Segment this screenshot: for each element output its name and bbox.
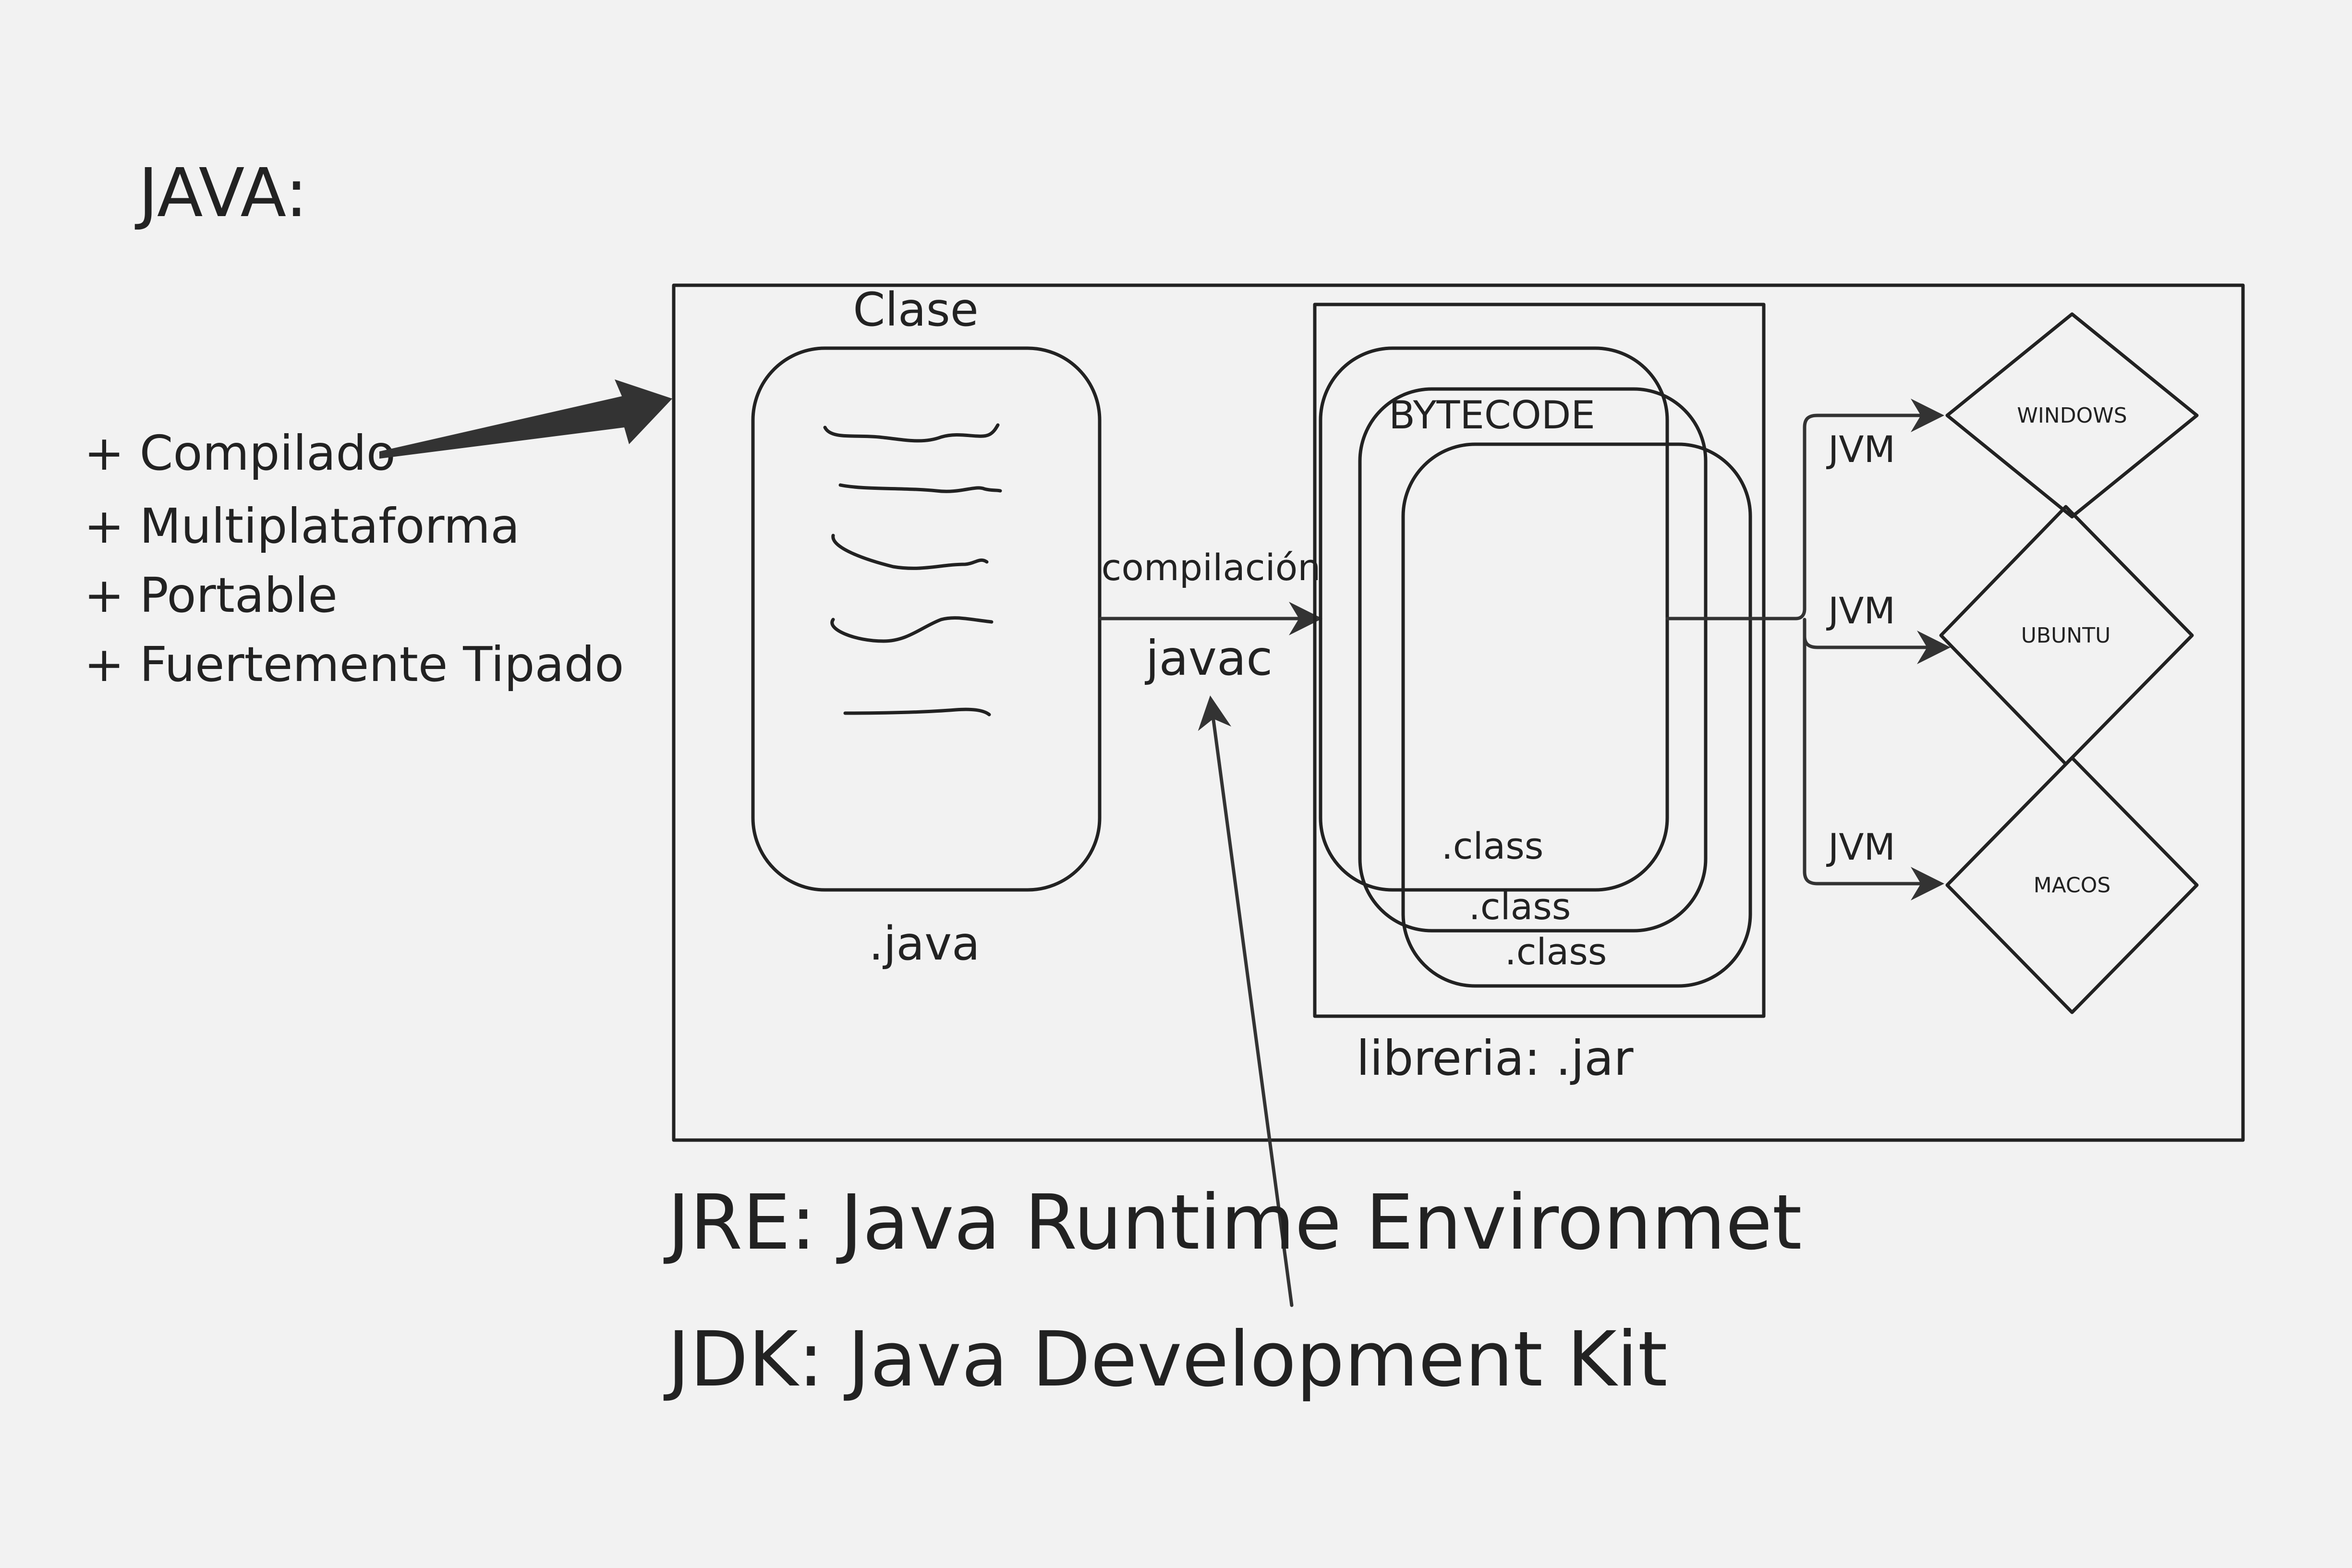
feature-item: + Portable <box>84 567 338 623</box>
jvm-connectors: JVM JVM JVM <box>1665 399 1951 900</box>
library-box <box>1313 303 1766 1018</box>
library-caption: libreria: .jar <box>1356 1030 1634 1086</box>
platform-diamond-windows <box>1945 312 2199 519</box>
jvm-label: JVM <box>1826 428 1895 471</box>
feature-item: + Multiplataforma <box>84 498 520 554</box>
class-card-middle <box>1358 387 1708 933</box>
platform-diamond-macos <box>1945 756 2199 1014</box>
jvm-label: JVM <box>1826 826 1895 868</box>
connector-trunk <box>1665 607 1806 620</box>
class-card-back <box>1401 442 1752 988</box>
source-heading: Clase <box>853 283 979 337</box>
compile-tool: javac <box>1145 630 1273 686</box>
definition-jdk: JDK: Java Development Kit <box>663 1315 1668 1404</box>
connector-windows <box>1803 399 1944 611</box>
compile-step: compilación javac <box>1099 546 1322 686</box>
diagram-title: JAVA: <box>134 154 308 232</box>
library-jar: BYTECODE .class .class .class libreria: … <box>1313 303 1766 1086</box>
connector-macos <box>1803 622 1944 900</box>
source-caption: .java <box>869 917 980 971</box>
jdk-arrow <box>1198 695 1294 1307</box>
main-frame <box>672 283 2245 1142</box>
class-label: .class <box>1505 930 1607 973</box>
bytecode-heading: BYTECODE <box>1389 393 1595 438</box>
definitions: JRE: Java Runtime Environmet JDK: Java D… <box>663 1179 1802 1404</box>
platform-name: WINDOWS <box>2017 403 2127 428</box>
class-label: .class <box>1469 885 1571 928</box>
feature-item: + Compilado <box>84 425 396 481</box>
feature-list: + Compilado + Multiplataforma + Portable… <box>84 425 624 693</box>
source-file: Clase .java <box>751 283 1102 971</box>
class-label: .class <box>1442 825 1544 867</box>
definition-jre: JRE: Java Runtime Environmet <box>663 1179 1802 1267</box>
platforms: WINDOWS UBUNTU MACOS <box>1939 312 2199 1014</box>
source-document <box>751 346 1102 892</box>
platform-name: MACOS <box>2034 873 2111 898</box>
jvm-label: JVM <box>1826 589 1895 632</box>
features-arrow <box>379 379 672 459</box>
platform-name: UBUNTU <box>2021 623 2111 648</box>
code-scribbles <box>823 423 1002 717</box>
feature-item: + Fuertemente Tipado <box>84 636 624 693</box>
compile-label: compilación <box>1102 546 1321 589</box>
